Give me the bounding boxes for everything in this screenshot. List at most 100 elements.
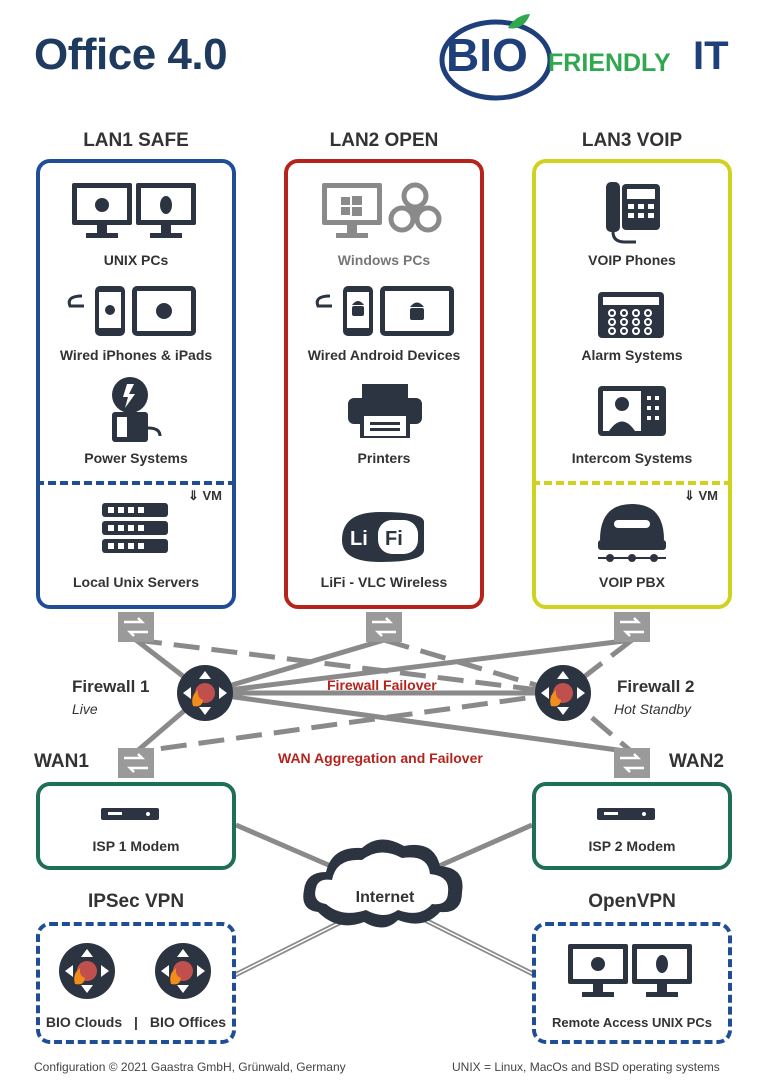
switch-icon [366, 612, 402, 642]
switch-icon [614, 612, 650, 642]
lan3-title: LAN3 VOIP [581, 130, 683, 151]
modem-icon [101, 808, 159, 820]
lan3-box [532, 159, 732, 609]
bio-offices-router-icon [155, 943, 211, 999]
iphone-icon [95, 286, 125, 336]
footer-note: UNIX = Linux, MacOs and BSD operating sy… [452, 1060, 720, 1074]
android-tablet-icon [380, 286, 454, 336]
firewall-router-icon [177, 665, 233, 721]
lan3-vm-label: ⇓ VM [684, 488, 719, 503]
lan2-box [284, 159, 484, 609]
firewall2-status: Hot Standby [614, 701, 692, 717]
isp2-modem-label: ISP 2 Modem [588, 838, 676, 854]
separator: | [134, 1014, 138, 1030]
lan2-item-lifi: LiFi - VLC Wireless [320, 574, 448, 590]
remote-access-label: Remote Access UNIX PCs [552, 1015, 712, 1030]
lan2-item-printers: Printers [357, 450, 411, 466]
line-fw1-wan2 [204, 690, 633, 755]
lifi-icon: Li Fi [342, 512, 424, 562]
firewall-failover-label: Firewall Failover [327, 677, 437, 693]
down-arrow-icon: ⇓ [684, 488, 699, 503]
lan2-item-windows-pcs: Windows PCs [337, 252, 431, 268]
cable-icon [67, 294, 84, 308]
android-phone-icon [343, 286, 373, 336]
logo-it: IT [693, 34, 729, 78]
openvpn-title: OpenVPN [588, 891, 676, 912]
ipad-icon [132, 286, 196, 336]
lan1-item-wired-iphones: Wired iPhones & iPads [59, 347, 213, 363]
firewall2-label: Firewall 2 [617, 677, 695, 696]
openvpn-box [532, 922, 732, 1044]
lan2-item-wired-android: Wired Android Devices [307, 347, 461, 363]
biohazard-icon [388, 182, 442, 233]
ipsec-vpn-box [36, 922, 236, 1044]
lan3-item-voip-phones: VOIP Phones [588, 252, 676, 268]
windows-monitor-icon [322, 183, 382, 238]
bio-clouds-router-icon [59, 943, 115, 999]
modem-icon [597, 808, 655, 820]
wan1-label: WAN1 [34, 751, 89, 772]
lan3-item-intercom-systems: Intercom Systems [571, 450, 693, 466]
lan2-title: LAN2 OPEN [329, 130, 439, 151]
page-title: Office 4.0 [34, 30, 228, 79]
lan1-vm-divider [36, 481, 236, 485]
isp2-box [532, 782, 732, 870]
printer-icon [348, 384, 422, 438]
line-lan3-fw2 [561, 638, 634, 695]
line-lan1-fw2 [135, 637, 564, 696]
lan1-box [36, 159, 236, 609]
lan1-item-unix-pcs: UNIX PCs [103, 252, 169, 268]
line-lan2-fw2 [383, 637, 564, 696]
firewall1-label: Firewall 1 [72, 677, 150, 696]
logo-swoosh-icon [439, 14, 553, 101]
line-fw2-wan1 [135, 690, 564, 755]
lan3-item-alarm-systems: Alarm Systems [581, 347, 683, 363]
lan3-vm-divider [532, 481, 732, 485]
linux-monitor-icon [632, 944, 692, 997]
lan3-item-voip-pbx: VOIP PBX [599, 574, 665, 590]
line-isp1-internet [235, 822, 341, 873]
ipsec-vpn-items: BIO Clouds | BIO Offices [36, 1014, 236, 1030]
lan1-title: LAN1 SAFE [83, 130, 189, 151]
power-system-icon [112, 377, 162, 442]
logo-bio: BIO [446, 29, 528, 81]
server-rack-icon [102, 503, 168, 553]
line-lan2-fw1 [204, 637, 385, 696]
voip-phone-icon [606, 182, 660, 244]
wan-aggregation-label: WAN Aggregation and Failover [278, 750, 483, 766]
firewall-router-icon [535, 665, 591, 721]
switch-icon [118, 748, 154, 778]
wan2-label: WAN2 [669, 751, 724, 772]
svg-text:Li: Li [350, 528, 368, 550]
line-lan3-fw1 [204, 637, 633, 696]
switch-icon [118, 612, 154, 642]
internet-label: Internet [355, 889, 415, 906]
alarm-keypad-icon [598, 292, 664, 338]
firewall1-status: Live [72, 701, 98, 717]
down-arrow-icon: ⇓ [188, 488, 203, 503]
svg-text:Fi: Fi [385, 528, 403, 550]
lan1-vm-label: ⇓ VM [188, 488, 223, 503]
lan1-item-power-systems: Power Systems [84, 450, 188, 466]
cable-icon [315, 294, 332, 308]
apple-monitor-icon [72, 183, 132, 238]
logo-friendly: FRIENDLY [548, 49, 671, 77]
footer-copyright: Configuration © 2021 Gaastra GmbH, Grünw… [34, 1060, 346, 1074]
leaf-icon [508, 14, 530, 29]
intercom-icon [598, 386, 666, 436]
voip-pbx-icon [598, 504, 666, 562]
isp1-modem-label: ISP 1 Modem [92, 838, 180, 854]
bio-offices-label: BIO Offices [149, 1014, 227, 1030]
apple-monitor-icon [568, 944, 628, 997]
line-isp2-internet [428, 822, 534, 873]
lan1-item-local-unix-servers: Local Unix Servers [72, 574, 200, 590]
isp1-box [36, 782, 236, 870]
ipsec-vpn-title: IPSec VPN [87, 891, 185, 912]
